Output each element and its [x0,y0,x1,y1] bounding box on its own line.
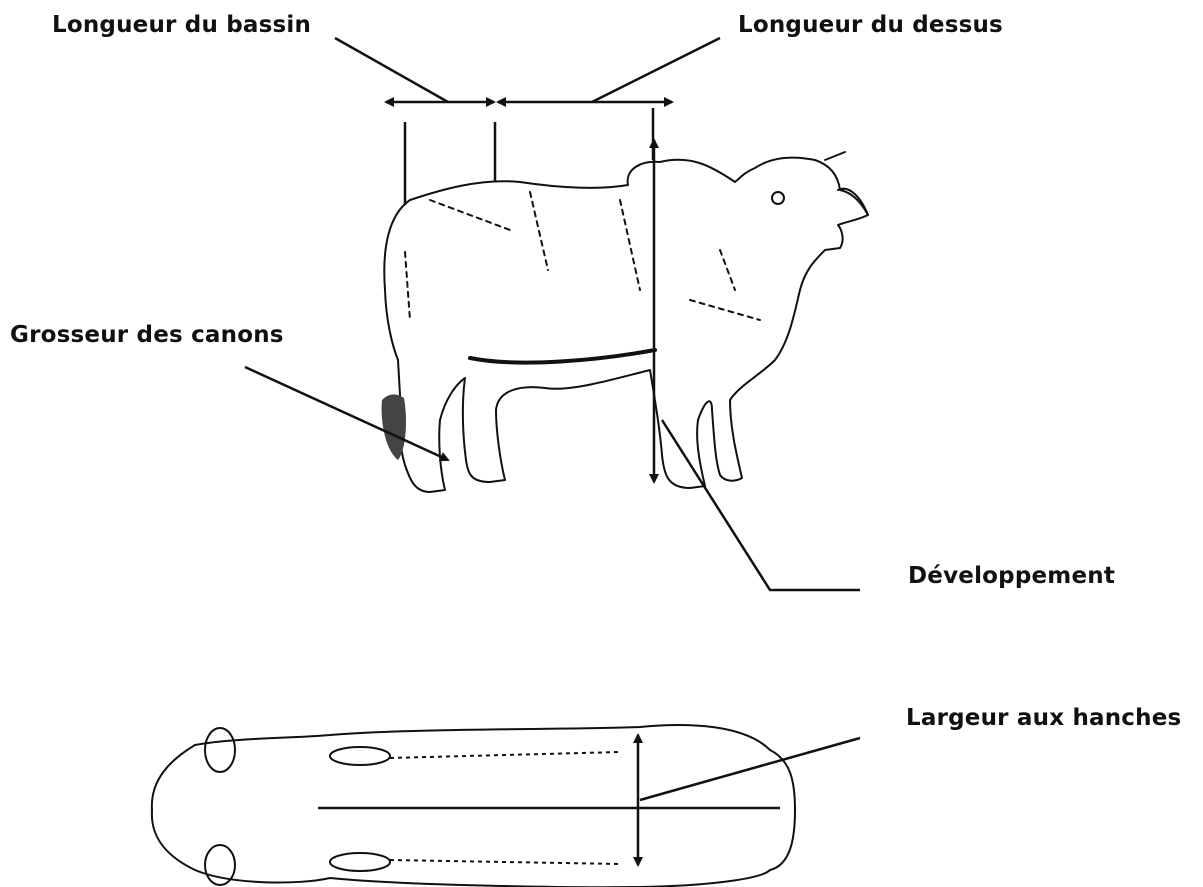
hip-width-measurement [638,735,860,865]
sheep-top-view [152,725,795,887]
sheep-side-view [384,152,868,492]
development-measurement [654,140,860,590]
cannon-measurement [245,367,448,460]
cannon-shading [382,394,406,460]
topline-measurement [335,38,720,205]
